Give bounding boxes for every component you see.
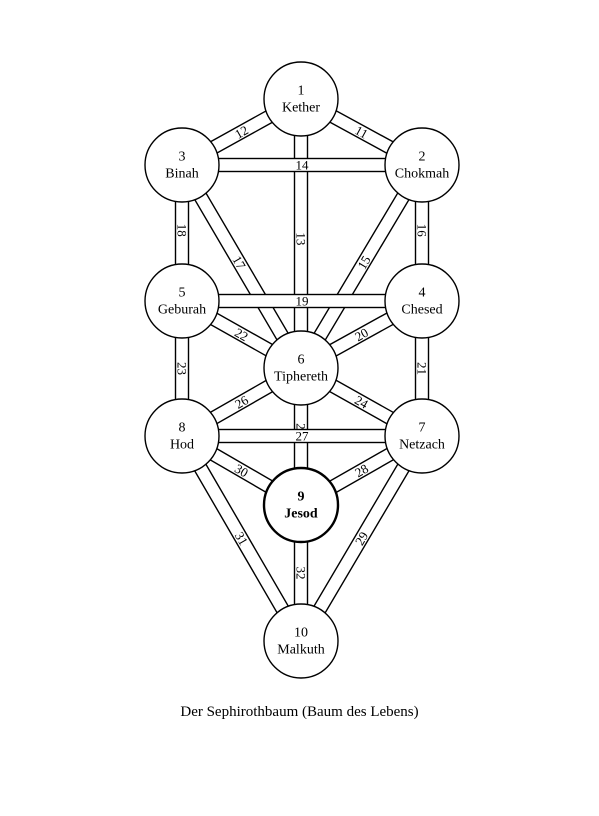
diagram-caption: Der Sephirothbaum (Baum des Lebens) [180, 704, 419, 720]
sephira-name-2: Chokmah [395, 167, 449, 182]
path-label-13: 13 [294, 232, 309, 245]
sephira-circle-7 [384, 398, 460, 474]
sephira-name-10: Malkuth [277, 643, 324, 658]
path-label-21: 21 [415, 362, 430, 375]
sephira-number-2: 2 [419, 150, 426, 165]
sephira-name-1: Kether [282, 101, 320, 116]
sephira-number-3: 3 [179, 150, 186, 165]
path-label-22: 22 [232, 325, 251, 344]
sephira-name-9: Jesod [284, 507, 318, 522]
path-label-23: 23 [175, 362, 190, 375]
sephira-name-5: Geburah [158, 303, 206, 318]
sephira-circle-3 [144, 127, 220, 203]
sephira-circle-10 [263, 603, 339, 679]
sephira-circle-2 [384, 127, 460, 203]
path-label-32: 32 [294, 567, 309, 580]
sephira-circle-5 [144, 263, 220, 339]
path-label-18: 18 [175, 224, 190, 237]
path-label-27: 27 [296, 429, 310, 444]
sephira-circle-1 [263, 61, 339, 137]
path-label-16: 16 [415, 224, 430, 238]
sephira-name-4: Chesed [401, 303, 442, 318]
path-label-12: 12 [232, 122, 251, 141]
sephira-circle-4 [384, 263, 460, 339]
sephira-number-10: 10 [294, 626, 308, 641]
sephira-name-7: Netzach [399, 438, 445, 453]
sephira-number-5: 5 [179, 286, 186, 301]
sephira-number-4: 4 [419, 286, 426, 301]
sephira-name-8: Hod [170, 438, 194, 453]
sephira-number-8: 8 [179, 421, 186, 436]
sephira-circle-9 [262, 466, 340, 544]
path-label-20: 20 [352, 325, 371, 344]
sephira-name-3: Binah [165, 167, 198, 182]
path-label-14: 14 [296, 158, 310, 173]
sephira-number-7: 7 [419, 421, 426, 436]
sephira-name-6: Tiphereth [274, 370, 328, 385]
path-13: 13 [294, 98, 309, 369]
sephira-circle-6 [263, 330, 339, 406]
sephira-number-6: 6 [298, 353, 305, 368]
sephira-number-1: 1 [298, 84, 305, 99]
sephira-circle-8 [144, 398, 220, 474]
path-label-28: 28 [352, 461, 371, 480]
sephira-number-9: 9 [298, 490, 305, 505]
path-label-19: 19 [296, 294, 309, 309]
